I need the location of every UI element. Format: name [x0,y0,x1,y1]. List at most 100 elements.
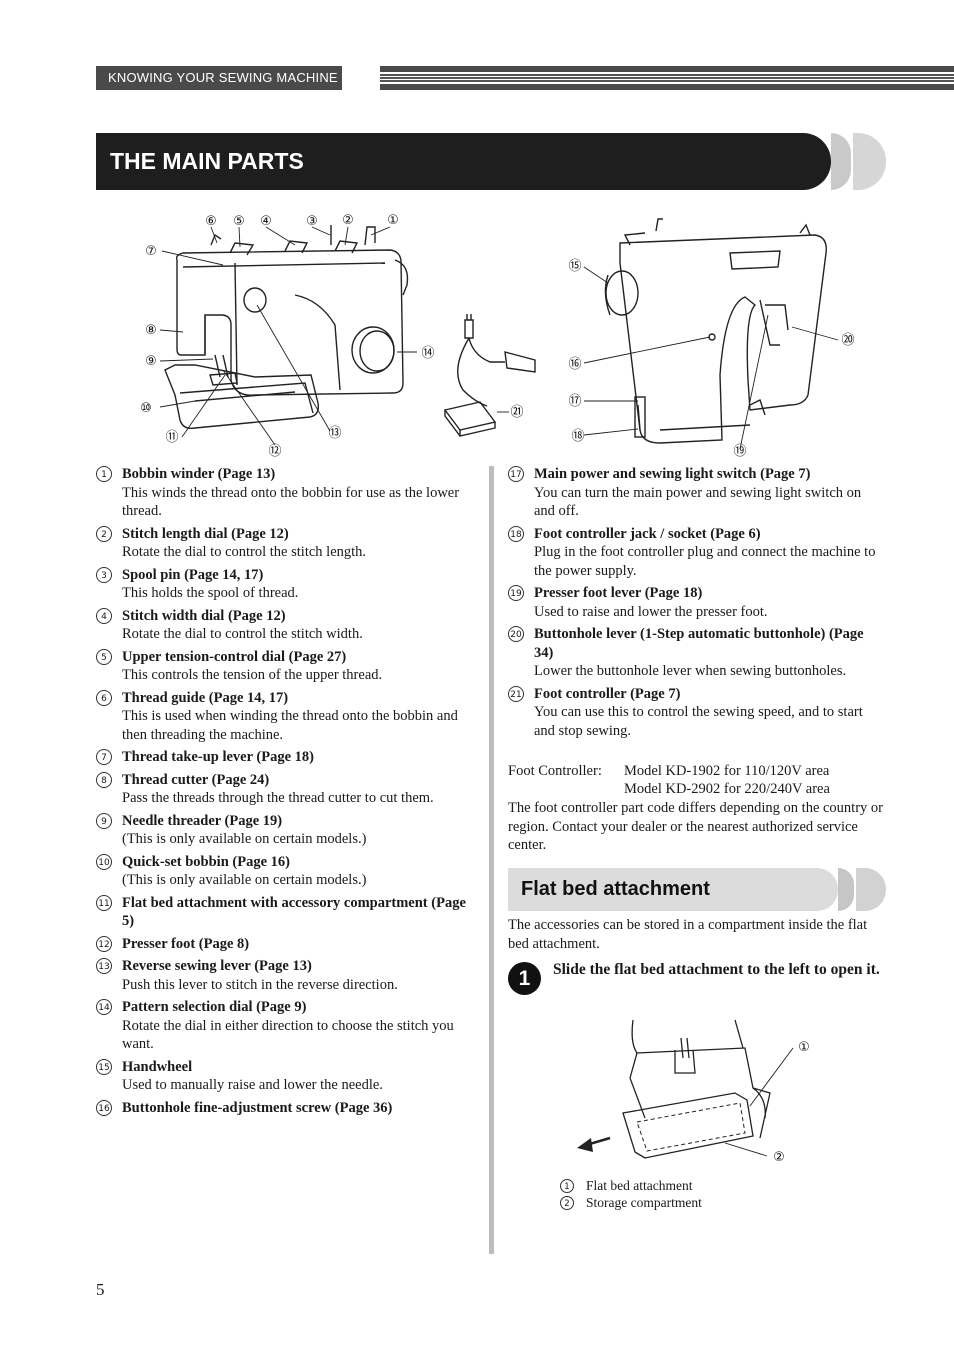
part-title: Foot controller jack / socket (Page 6) [534,525,761,542]
part-title: Pattern selection dial (Page 9) [122,999,307,1015]
section-banner-ring [856,868,886,911]
callout-2: ② [342,213,354,228]
part-title: Spool pin (Page 14, 17) [122,566,264,583]
part-title: Upper tension-control dial (Page 27) [122,648,347,665]
part-title: Stitch width dial (Page 12) [122,607,286,624]
title-banner-ring [831,133,851,190]
part-description: This holds the spool of thread. [122,585,299,601]
part-number: 15 [96,1058,112,1075]
part-description: This controls the tension of the upper t… [122,667,383,683]
callout-1: ① [798,1040,810,1055]
part-title: Thread guide (Page 14, 17) [122,689,289,706]
callout-11: ⑪ [165,430,178,445]
part-title: Presser foot lever (Page 18) [534,585,703,601]
part-number: 16 [96,1099,112,1116]
part-number: 10 [96,853,112,870]
page-title: THE MAIN PARTS [110,148,304,174]
part-description: Lower the buttonhole lever when sewing b… [534,663,847,679]
part-number: 1 [96,466,112,482]
section-heading: Flat bed attachment [521,878,710,900]
part-number: 19 [508,585,524,601]
part-number: 20 [508,626,524,642]
callout-20: ⑳ [841,333,854,348]
part-title: Buttonhole lever (1-Step automatic butto… [534,626,864,661]
callout-10: ⑩ [140,401,152,416]
part-number: 13 [96,958,112,974]
part-number: 2 [96,525,112,542]
callout-18: ⑱ [571,429,584,444]
part-number: 4 [96,607,112,624]
part-title: Main power and sewing light switch (Page… [534,466,811,482]
part-number: 12 [96,935,112,952]
part-description: Rotate the dial to control the stitch le… [122,544,367,560]
callout-6: ⑥ [205,214,217,229]
callout-12: ⑫ [268,444,281,459]
part-description: Used to raise and lower the presser foot… [534,603,768,620]
part-description: Plug in the foot controller plug and con… [534,544,876,579]
part-title: Presser foot (Page 8) [122,935,250,952]
part-item: 21 Foot controller (Page 7) You can use th… [508,685,880,741]
foot-controller-models: Foot Controller: Model KD-1902 for 110/12… [508,762,888,798]
part-number: 21 [508,685,524,702]
step-instruction: Slide the flat bed attachment to the lef… [553,961,880,978]
section-banner-ring [838,868,854,911]
part-title: Flat bed attachment with accessory compa… [122,894,466,930]
part-title: Quick-set bobbin (Page 16) [122,853,290,870]
callout-19: ⑲ [733,444,746,459]
part-number: 9 [96,812,112,829]
machine-back-illustration: ⑮ ⑯ ⑰ ⑱ ⑲ ⑳ [568,218,855,459]
callout-13: ⑬ [328,426,341,441]
part-item: 3 Spool pin (Page 14, 17) This holds the s… [96,566,468,603]
part-description: This is used when winding the thread ont… [122,708,458,743]
part-number: 3 [96,566,112,583]
part-description: You can use this to control the sewing s… [534,704,863,739]
step-number: 1 [508,962,541,995]
part-description: Push this lever to stitch in the reverse… [122,976,398,993]
section-banner-bg [508,868,838,911]
part-description: Rotate the dial in either direction to c… [122,1017,454,1053]
callout-3: ③ [306,214,318,229]
part-title: Thread take-up lever (Page 18) [122,749,314,765]
part-title: Bobbin winder (Page 13) [122,466,276,482]
part-title: Needle threader (Page 19) [122,812,283,829]
flat-bed-illustration: ① ② [577,1019,810,1165]
title-banner-ring [853,133,886,190]
part-number: 5 [96,648,112,665]
foot-controller-note: The foot controller part code differs de… [508,800,883,853]
part-item: 18 Foot controller jack / socket (Page 6)… [508,525,880,581]
part-item: 10 Quick-set bobbin (Page 16) (This is onl… [96,853,468,890]
foot-controller-illustration: ㉑ [443,314,536,437]
part-title: Buttonhole fine-adjustment screw (Page 3… [122,1099,393,1116]
part-item: 19 Presser foot lever (Page 18) Used to ra… [508,584,880,621]
page-number: 5 [96,1280,105,1299]
legend-number: 1 [560,1179,574,1193]
part-number: 18 [508,525,524,542]
chapter-header: KNOWING YOUR SEWING MACHINE [96,66,954,90]
part-description: (This is only available on certain model… [122,872,367,888]
part-title: Reverse sewing lever (Page 13) [122,958,312,974]
section-banner: Flat bed attachment [508,868,886,911]
part-title: Handwheel [122,1058,193,1075]
foot-controller-model: Model KD-1902 for 110/120V area [624,763,830,779]
callout-21: ㉑ [510,405,523,420]
callout-7: ⑦ [145,244,157,259]
title-banner-bg [96,133,831,190]
part-description: Used to manually raise and lower the nee… [122,1077,383,1093]
foot-controller-label: Foot Controller: [508,763,602,779]
part-description: Pass the threads through the thread cutt… [122,790,434,806]
part-item: 12 Presser foot (Page 8) [96,935,468,954]
foot-controller-model: Model KD-2902 for 220/240V area [624,781,830,797]
part-number: 17 [508,466,524,482]
callout-4: ④ [260,214,272,229]
part-title: Foot controller (Page 7) [534,685,681,702]
legend-number: 2 [560,1195,574,1210]
